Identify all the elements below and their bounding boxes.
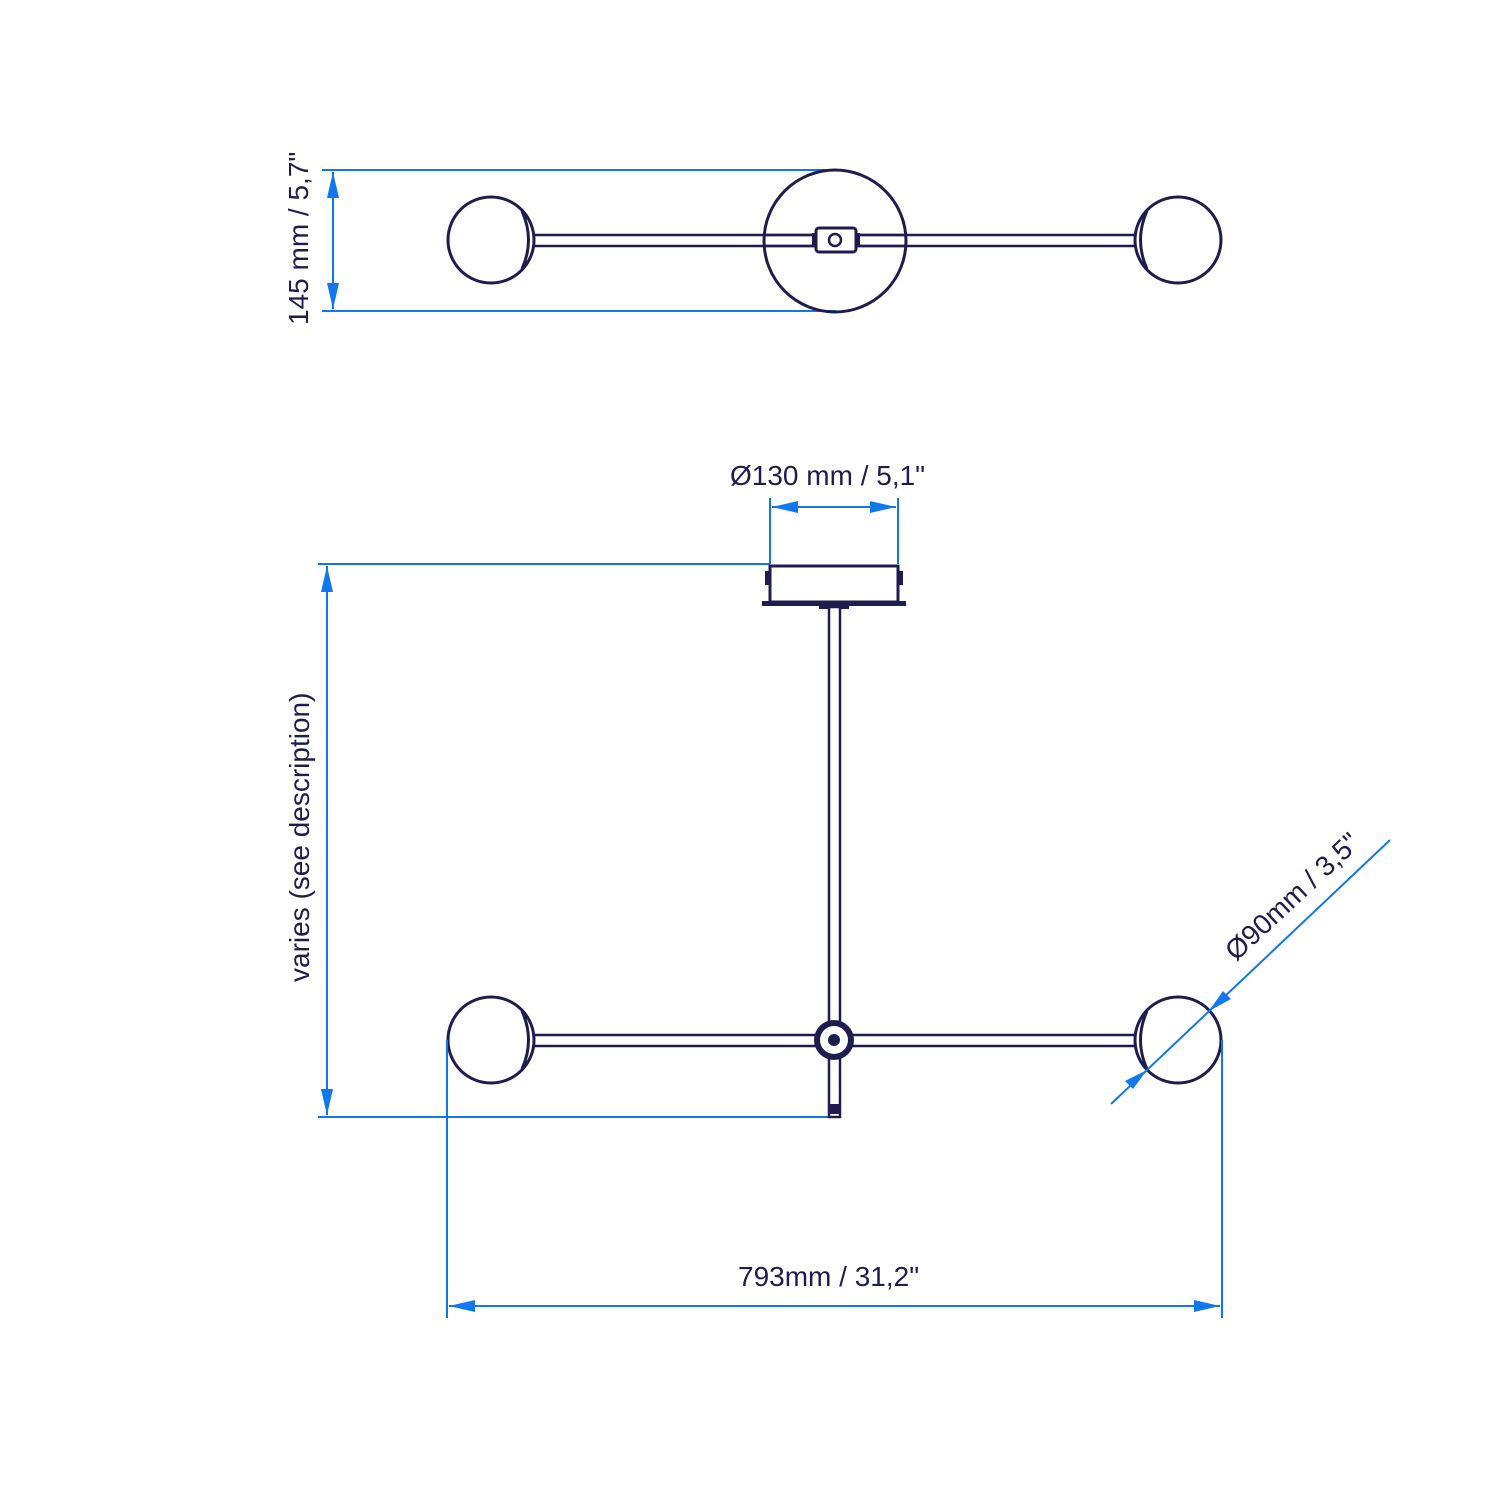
top-view: 145 mm / 5,7"	[283, 152, 1223, 325]
top-height-arrow-down	[327, 283, 339, 309]
top-globe-right	[1133, 195, 1223, 285]
top-globe-left	[446, 195, 536, 285]
globe-arrow-lower	[1125, 1070, 1147, 1089]
front-globe-left	[446, 995, 536, 1085]
canopy-diameter-label: Ø130 mm / 5,1"	[730, 460, 925, 491]
globe-dim-line	[1110, 839, 1391, 1105]
globe-arrow-upper	[1209, 991, 1231, 1011]
top-canopy	[762, 168, 908, 314]
front-globe-right-socket	[1139, 1010, 1149, 1070]
canopy-arrow-left	[772, 501, 798, 513]
front-hub-center	[828, 1034, 840, 1046]
front-rod-tip	[830, 1104, 839, 1114]
front-canopy-screw-left	[765, 571, 771, 585]
drop-arrow-up	[321, 566, 333, 592]
drop-arrow-down	[321, 1089, 333, 1115]
top-globe-right-socket	[1139, 210, 1149, 270]
top-globe-left-socket	[520, 210, 530, 270]
width-arrow-right	[1194, 1300, 1220, 1312]
globe-diameter-label: Ø90mm / 3,5"	[1219, 827, 1366, 967]
front-globe-left-socket	[520, 1010, 530, 1070]
front-canopy	[768, 564, 900, 604]
canopy-arrow-right	[870, 501, 896, 513]
drop-length-label: varies (see description)	[284, 693, 315, 982]
top-joint-tab-right	[855, 233, 860, 247]
width-arrow-left	[449, 1300, 475, 1312]
front-rod	[827, 605, 842, 1119]
top-joint-tab-left	[812, 233, 817, 247]
top-height-label: 145 mm / 5,7"	[283, 152, 314, 325]
front-view: Ø130 mm / 5,1" varies (see description)	[284, 460, 1391, 1318]
top-height-arrow-up	[327, 172, 339, 198]
top-center-bolt	[827, 232, 843, 248]
front-canopy-screw-right	[897, 571, 903, 585]
front-canopy-plate	[762, 601, 906, 606]
overall-width-label: 793mm / 31,2"	[738, 1261, 919, 1292]
